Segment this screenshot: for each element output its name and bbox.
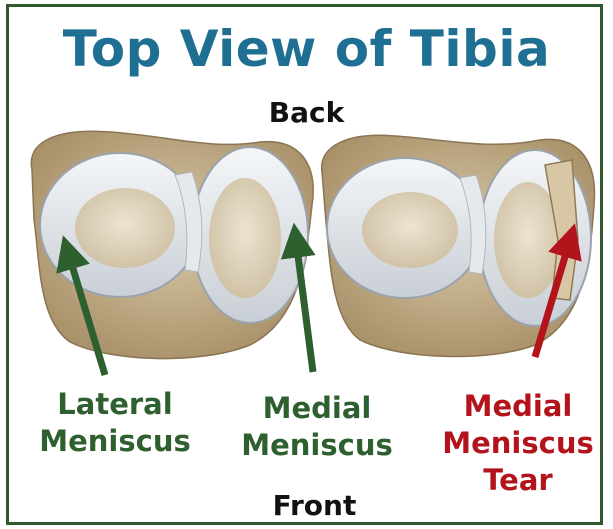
lateral-meniscus-label: Lateral Meniscus: [30, 386, 200, 460]
lateral-plateau-cartilage: [75, 188, 175, 268]
medial-meniscus-label: Medial Meniscus: [232, 390, 402, 464]
healthy-tibia: [31, 131, 313, 358]
torn-tibia: [322, 135, 595, 356]
medial-plateau-cartilage: [209, 178, 281, 298]
orientation-front-label: Front: [8, 489, 613, 522]
lateral-plateau-cartilage-right: [362, 192, 458, 268]
medial-meniscus-tear-label: Medial Meniscus Tear: [433, 388, 603, 499]
